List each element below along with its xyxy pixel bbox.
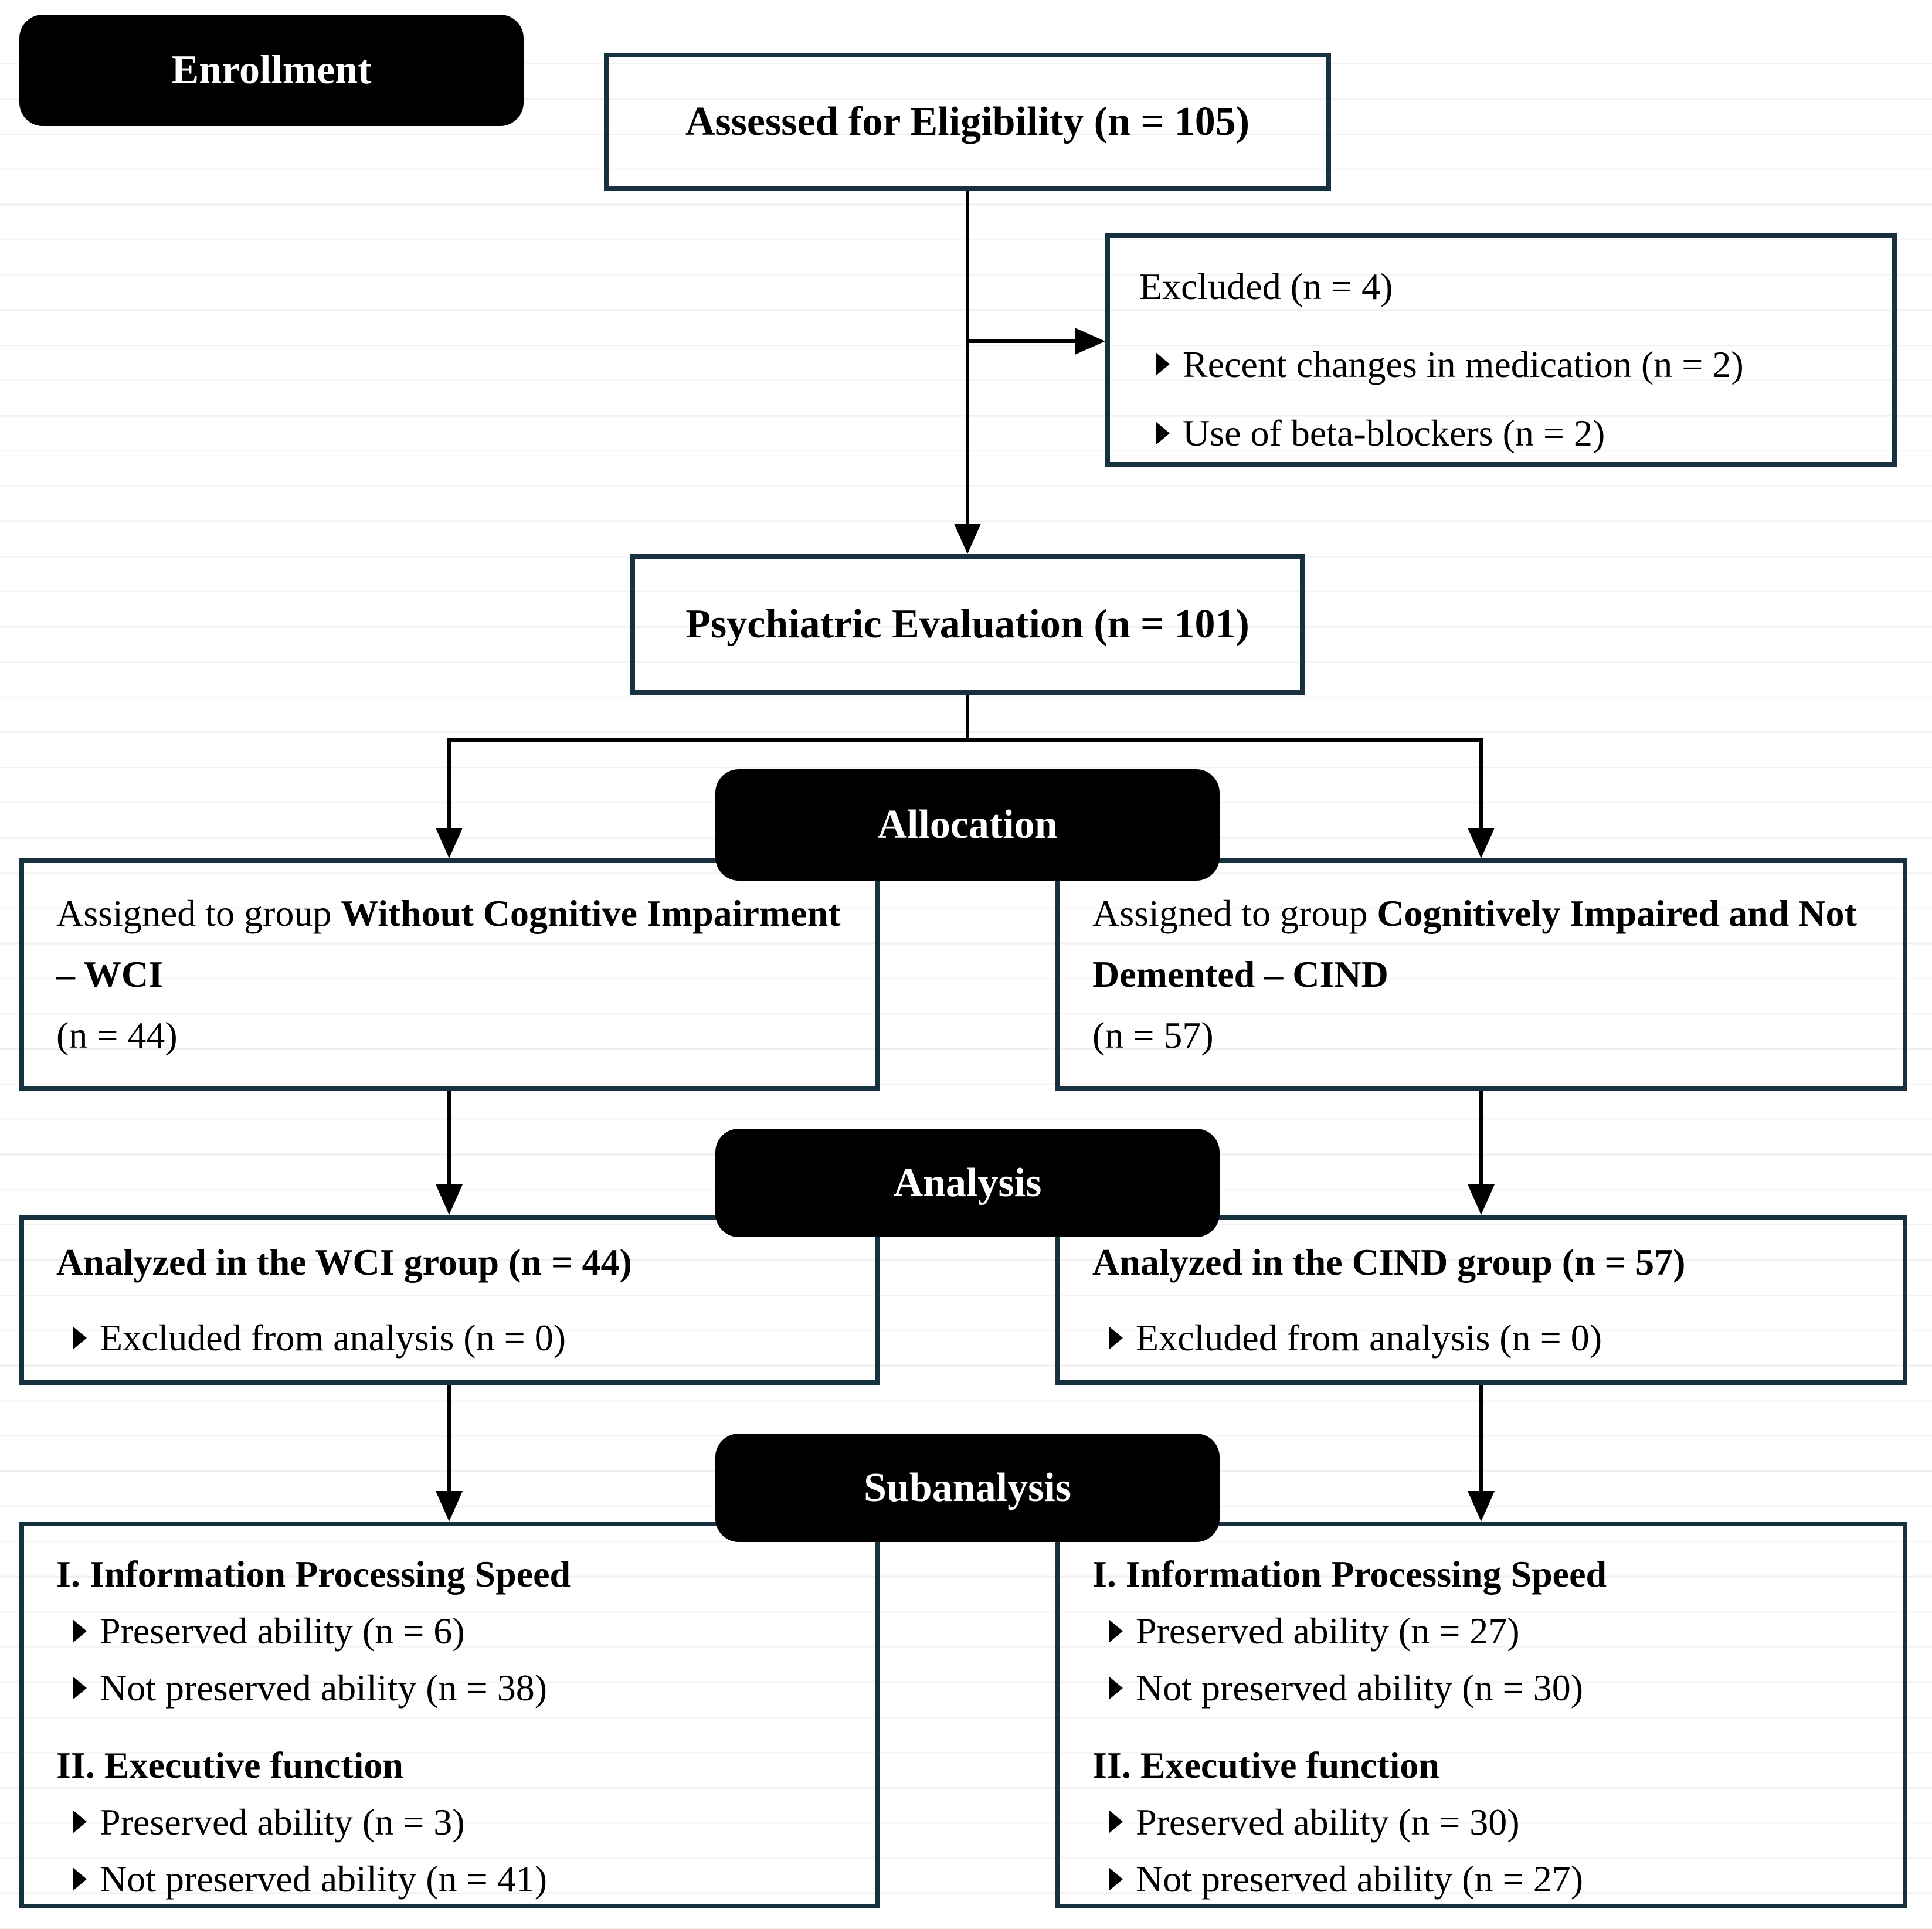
connector-wci-to-subanalysis bbox=[447, 1384, 451, 1492]
assigned-cind-prefix: Assigned to group bbox=[1092, 892, 1377, 935]
subanalysis-cind-bullet-text: Not preserved ability (n = 27) bbox=[1136, 1857, 1583, 1900]
triangle-bullet-icon bbox=[73, 1867, 87, 1891]
stage-pill-subanalysis-label: Subanalysis bbox=[863, 1465, 1072, 1510]
connector-assessed-to-psychiatric bbox=[966, 189, 969, 525]
analyzed-wci-bullet-row: Excluded from analysis (n = 0) bbox=[73, 1309, 851, 1367]
assessed-eligibility-box: Assessed for Eligibility (n = 105) bbox=[604, 53, 1331, 191]
subanalysis-cind-heading-2: II. Executive function bbox=[1092, 1744, 1439, 1786]
subanalysis-cind-bullet-text: Not preserved ability (n = 30) bbox=[1136, 1667, 1583, 1709]
subanalysis-wci-heading-1: I. Information Processing Speed bbox=[56, 1553, 571, 1595]
analyzed-cind-title: Analyzed in the CIND group (n = 57) bbox=[1092, 1241, 1686, 1283]
assessed-eligibility-text: Assessed for Eligibility (n = 105) bbox=[685, 99, 1250, 144]
triangle-bullet-icon bbox=[1156, 421, 1170, 445]
stage-pill-allocation: Allocation bbox=[715, 769, 1220, 881]
excluded-bullet-row: Use of beta-blockers (n = 2) bbox=[1156, 404, 1869, 462]
excluded-box: Excluded (n = 4) Recent changes in medic… bbox=[1105, 233, 1897, 467]
connector-allocation-split bbox=[447, 738, 1483, 742]
stage-pill-subanalysis: Subanalysis bbox=[715, 1434, 1220, 1542]
analyzed-cind-bullet-text: Excluded from analysis (n = 0) bbox=[1136, 1317, 1602, 1359]
subanalysis-cind-bullet-row: Preserved ability (n = 27) bbox=[1109, 1607, 1879, 1655]
stage-pill-enrollment: Enrollment bbox=[19, 15, 524, 126]
arrowhead-down-psychiatric-icon bbox=[954, 524, 981, 554]
analyzed-wci-title: Analyzed in the WCI group (n = 44) bbox=[56, 1241, 632, 1283]
arrowhead-down-wci-subanalysis-icon bbox=[436, 1491, 463, 1522]
arrowhead-down-cind-subanalysis-icon bbox=[1468, 1491, 1495, 1522]
subanalysis-wci-bullet-row: Preserved ability (n = 3) bbox=[73, 1798, 851, 1846]
assigned-wci-prefix: Assigned to group bbox=[56, 892, 341, 935]
connector-branch-to-excluded bbox=[967, 339, 1075, 343]
subanalysis-wci-bullet-text: Preserved ability (n = 6) bbox=[100, 1610, 465, 1652]
connector-split-to-cind bbox=[1479, 738, 1483, 829]
arrowhead-down-cind-icon bbox=[1468, 828, 1495, 858]
excluded-bullet-text: Recent changes in medication (n = 2) bbox=[1183, 343, 1744, 385]
subanalysis-wci-bullet-text: Not preserved ability (n = 41) bbox=[100, 1857, 547, 1900]
triangle-bullet-icon bbox=[1109, 1867, 1123, 1891]
assigned-cind-n: (n = 57) bbox=[1092, 1014, 1214, 1056]
arrowhead-right-excluded-icon bbox=[1075, 328, 1105, 355]
analyzed-wci-box: Analyzed in the WCI group (n = 44) Exclu… bbox=[19, 1215, 880, 1385]
triangle-bullet-icon bbox=[73, 1326, 87, 1350]
arrowhead-down-wci-analysis-icon bbox=[436, 1184, 463, 1215]
stage-pill-analysis: Analysis bbox=[715, 1129, 1220, 1237]
stage-pill-allocation-label: Allocation bbox=[877, 802, 1058, 847]
triangle-bullet-icon bbox=[1109, 1810, 1123, 1834]
analyzed-wci-bullet-text: Excluded from analysis (n = 0) bbox=[100, 1317, 566, 1359]
subanalysis-cind-bullet-text: Preserved ability (n = 30) bbox=[1136, 1801, 1520, 1843]
subanalysis-cind-box: I. Information Processing Speed Preserve… bbox=[1055, 1522, 1907, 1908]
assigned-wci-group-name: Without Cognitive Impairment – WCI bbox=[56, 892, 841, 996]
triangle-bullet-icon bbox=[73, 1619, 87, 1643]
assigned-cind-box: Assigned to group Cognitively Impaired a… bbox=[1055, 858, 1907, 1091]
excluded-title: Excluded (n = 4) bbox=[1139, 266, 1393, 307]
subanalysis-cind-bullet-row: Not preserved ability (n = 27) bbox=[1109, 1855, 1879, 1903]
subanalysis-wci-heading-2: II. Executive function bbox=[56, 1744, 403, 1786]
triangle-bullet-icon bbox=[1156, 352, 1170, 376]
triangle-bullet-icon bbox=[1109, 1619, 1123, 1643]
assigned-wci-n: (n = 44) bbox=[56, 1014, 178, 1056]
excluded-bullet-text: Use of beta-blockers (n = 2) bbox=[1183, 412, 1605, 454]
analyzed-cind-bullet-row: Excluded from analysis (n = 0) bbox=[1109, 1309, 1879, 1367]
arrowhead-down-cind-analysis-icon bbox=[1468, 1184, 1495, 1215]
psychiatric-evaluation-box: Psychiatric Evaluation (n = 101) bbox=[630, 554, 1305, 695]
subanalysis-wci-box: I. Information Processing Speed Preserve… bbox=[19, 1522, 880, 1908]
triangle-bullet-icon bbox=[73, 1676, 87, 1700]
excluded-bullet-row: Recent changes in medication (n = 2) bbox=[1156, 335, 1869, 393]
subanalysis-wci-bullet-row: Not preserved ability (n = 41) bbox=[73, 1855, 851, 1903]
connector-split-to-wci bbox=[447, 738, 451, 829]
subanalysis-wci-bullet-row: Not preserved ability (n = 38) bbox=[73, 1663, 851, 1712]
subanalysis-cind-bullet-text: Preserved ability (n = 27) bbox=[1136, 1610, 1520, 1652]
psychiatric-evaluation-text: Psychiatric Evaluation (n = 101) bbox=[685, 602, 1249, 647]
assigned-wci-text: Assigned to group Without Cognitive Impa… bbox=[56, 883, 846, 1004]
connector-psychiatric-to-split bbox=[966, 695, 969, 740]
subanalysis-cind-bullet-row: Not preserved ability (n = 30) bbox=[1109, 1663, 1879, 1712]
subanalysis-wci-bullet-text: Preserved ability (n = 3) bbox=[100, 1801, 465, 1843]
arrowhead-down-wci-icon bbox=[436, 828, 463, 858]
stage-pill-enrollment-label: Enrollment bbox=[171, 47, 372, 93]
subanalysis-wci-bullet-row: Preserved ability (n = 6) bbox=[73, 1607, 851, 1655]
connector-wci-to-analysis bbox=[447, 1089, 451, 1186]
stage-pill-analysis-label: Analysis bbox=[893, 1160, 1042, 1205]
connector-cind-to-subanalysis bbox=[1479, 1384, 1483, 1492]
assigned-wci-box: Assigned to group Without Cognitive Impa… bbox=[19, 858, 880, 1091]
triangle-bullet-icon bbox=[73, 1810, 87, 1834]
subanalysis-wci-bullet-text: Not preserved ability (n = 38) bbox=[100, 1667, 547, 1709]
triangle-bullet-icon bbox=[1109, 1326, 1123, 1350]
assigned-cind-text: Assigned to group Cognitively Impaired a… bbox=[1092, 883, 1873, 1004]
triangle-bullet-icon bbox=[1109, 1676, 1123, 1700]
subanalysis-cind-bullet-row: Preserved ability (n = 30) bbox=[1109, 1798, 1879, 1846]
assigned-cind-group-name: Cognitively Impaired and Not Demented – … bbox=[1092, 892, 1857, 996]
analyzed-cind-box: Analyzed in the CIND group (n = 57) Excl… bbox=[1055, 1215, 1907, 1385]
subanalysis-cind-heading-1: I. Information Processing Speed bbox=[1092, 1553, 1607, 1595]
connector-cind-to-analysis bbox=[1479, 1089, 1483, 1186]
